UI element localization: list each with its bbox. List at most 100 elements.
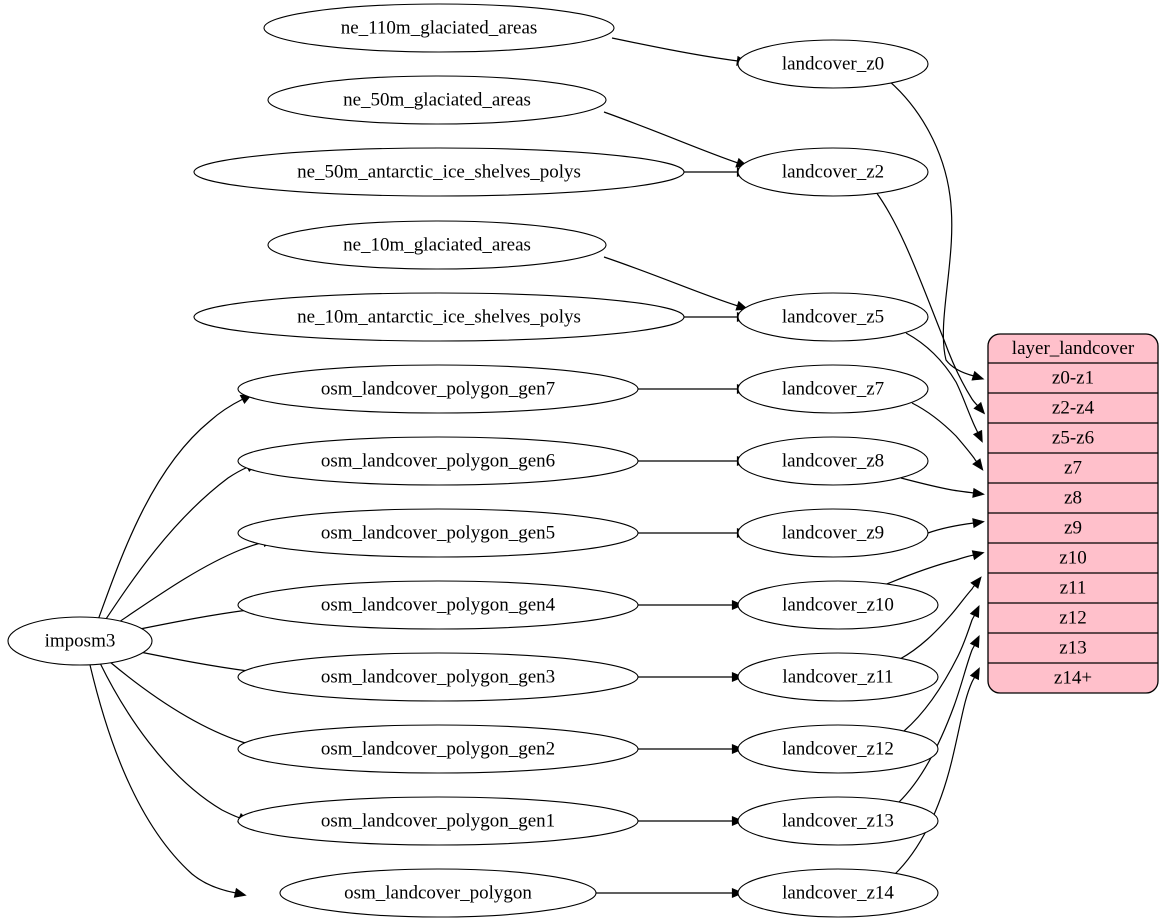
edge-osm_landcover_polygon_gen5-to-landcover_z9 [638, 527, 749, 539]
edge-path [900, 477, 975, 494]
edge-path [875, 191, 979, 407]
node-osm_landcover_polygon_gen6[interactable]: osm_landcover_polygon_gen6 [237, 436, 639, 486]
edge-path [905, 332, 979, 434]
edge-path [99, 662, 241, 819]
table-row-label: z12 [1059, 607, 1086, 628]
node-label: ne_110m_glaciated_areas [341, 17, 538, 38]
table-header-label: layer_landcover [1012, 338, 1135, 359]
natural-earth-node-ellipse [193, 147, 685, 197]
node-ne_10m_glaciated_areas[interactable]: ne_10m_glaciated_areas [267, 220, 607, 270]
layer-table-layer_landcover[interactable]: layer_landcover z0-z1 z2-z4 z5-z6 z7 z8 z9 z10 z… [987, 333, 1159, 694]
node-osm_landcover_polygon_gen4[interactable]: osm_landcover_polygon_gen4 [237, 580, 639, 630]
edge-arrowhead [971, 370, 985, 381]
node-label: ne_50m_antarctic_ice_shelves_polys [297, 161, 581, 182]
node-ne_10m_antarctic_ice_shelves_polys[interactable]: ne_10m_antarctic_ice_shelves_polys [193, 292, 685, 342]
edge-arrowhead [972, 429, 983, 443]
edge-path [881, 554, 975, 587]
osm-source-node-ellipse [237, 724, 639, 774]
node-label: landcover_z0 [782, 53, 884, 74]
natural-earth-node-ellipse [267, 220, 607, 270]
node-label: landcover_z8 [782, 450, 884, 471]
edge-path [888, 80, 975, 377]
node-imposm3[interactable]: imposm3 [7, 616, 153, 666]
edge-arrowhead [969, 667, 980, 681]
node-landcover_z7[interactable]: landcover_z7 [737, 364, 929, 414]
edge-arrowhead [972, 458, 984, 471]
table-row-label: z0-z1 [1052, 367, 1094, 388]
table-row-label: z9 [1064, 517, 1082, 538]
table-row-z14+[interactable]: z14+ [988, 663, 1158, 693]
node-label: landcover_z10 [782, 594, 894, 615]
node-label: osm_landcover_polygon_gen1 [321, 810, 555, 831]
node-landcover_z9[interactable]: landcover_z9 [737, 508, 929, 558]
landcover-node-ellipse [737, 364, 929, 414]
node-label: ne_50m_glaciated_areas [343, 89, 531, 110]
edge-landcover_z2-to-z2-z4 [875, 191, 986, 415]
table-row-z12[interactable]: z12 [988, 603, 1158, 633]
table-row-z9[interactable]: z9 [988, 513, 1158, 543]
node-label: landcover_z13 [782, 810, 894, 831]
node-osm_landcover_polygon_gen2[interactable]: osm_landcover_polygon_gen2 [237, 724, 639, 774]
table-row-label: z5-z6 [1052, 427, 1094, 448]
table-row-label: z13 [1059, 637, 1086, 658]
table-row-label: z8 [1064, 487, 1082, 508]
node-osm_landcover_polygon_gen5[interactable]: osm_landcover_polygon_gen5 [237, 508, 639, 558]
node-osm_landcover_polygon_gen7[interactable]: osm_landcover_polygon_gen7 [237, 364, 639, 414]
edge-arrowhead [972, 518, 985, 529]
edge-landcover_z0-to-z0-z1 [888, 80, 985, 381]
node-landcover_z11[interactable]: landcover_z11 [737, 652, 939, 702]
node-label: landcover_z2 [782, 161, 884, 182]
edge-path [97, 398, 244, 621]
node-ne_110m_glaciated_areas[interactable]: ne_110m_glaciated_areas [263, 3, 615, 53]
edge-path [893, 676, 976, 876]
edge-imposm3-to-osm_landcover_polygon_gen6 [103, 462, 258, 623]
node-label: landcover_z7 [782, 378, 884, 399]
node-landcover_z2[interactable]: landcover_z2 [737, 147, 929, 197]
osm-source-node-ellipse [237, 796, 639, 846]
node-label: osm_landcover_polygon_gen3 [321, 666, 555, 687]
node-landcover_z8[interactable]: landcover_z8 [737, 436, 929, 486]
table-row-z2-z4[interactable]: z2-z4 [988, 393, 1158, 423]
node-osm_landcover_polygon_gen3[interactable]: osm_landcover_polygon_gen3 [237, 652, 639, 702]
edge-path [927, 522, 975, 534]
node-landcover_z13[interactable]: landcover_z13 [737, 796, 939, 846]
edge-landcover_z8-to-z8 [900, 477, 985, 498]
edge-path [115, 541, 265, 625]
landcover-node-ellipse [737, 796, 939, 846]
osm-source-node-ellipse [237, 508, 639, 558]
node-ne_50m_antarctic_ice_shelves_polys[interactable]: ne_50m_antarctic_ice_shelves_polys [193, 147, 685, 197]
node-landcover_z0[interactable]: landcover_z0 [737, 39, 929, 89]
table-row-z10[interactable]: z10 [988, 543, 1158, 573]
table-row-z5-z6[interactable]: z5-z6 [988, 423, 1158, 453]
osm-source-node-ellipse [279, 868, 597, 918]
node-osm_landcover_polygon[interactable]: osm_landcover_polygon [279, 868, 597, 918]
node-landcover_z12[interactable]: landcover_z12 [737, 724, 939, 774]
node-label: osm_landcover_polygon_gen6 [321, 450, 555, 471]
node-label: osm_landcover_polygon_gen4 [321, 594, 556, 615]
node-landcover_z5[interactable]: landcover_z5 [737, 292, 929, 342]
table-row-z13[interactable]: z13 [988, 633, 1158, 663]
table-row-z8[interactable]: z8 [988, 483, 1158, 513]
table-row-label: z10 [1059, 547, 1086, 568]
node-osm_landcover_polygon_gen1[interactable]: osm_landcover_polygon_gen1 [237, 796, 639, 846]
table-row-z0-z1[interactable]: z0-z1 [988, 363, 1158, 393]
node-landcover_z10[interactable]: landcover_z10 [737, 580, 939, 630]
layer-landcover-table: layer_landcover z0-z1 z2-z4 z5-z6 z7 z8 z9 z10 z… [987, 333, 1159, 694]
landcover-node-ellipse [737, 147, 929, 197]
edge-osm_landcover_polygon_gen6-to-landcover_z8 [638, 455, 749, 467]
edge-path [103, 466, 249, 623]
node-landcover_z14[interactable]: landcover_z14 [737, 868, 939, 918]
edge-ne_110m_glaciated_areas-to-landcover_z0 [611, 37, 749, 66]
edge-imposm3-to-osm_landcover_polygon_gen7 [97, 393, 253, 621]
edge-path [899, 584, 976, 660]
edge-osm_landcover_polygon_gen3-to-landcover_z11 [638, 671, 744, 683]
table-row-z7[interactable]: z7 [988, 453, 1158, 483]
table-row-z11[interactable]: z11 [988, 573, 1158, 603]
natural-earth-node-ellipse [263, 3, 615, 53]
edge-osm_landcover_polygon_gen7-to-landcover_z7 [638, 383, 749, 395]
node-label: landcover_z12 [782, 738, 894, 759]
edge-path [897, 644, 976, 804]
osm-source-node-ellipse [237, 436, 639, 486]
node-ne_50m_glaciated_areas[interactable]: ne_50m_glaciated_areas [267, 75, 607, 125]
natural-earth-node-ellipse [267, 75, 607, 125]
